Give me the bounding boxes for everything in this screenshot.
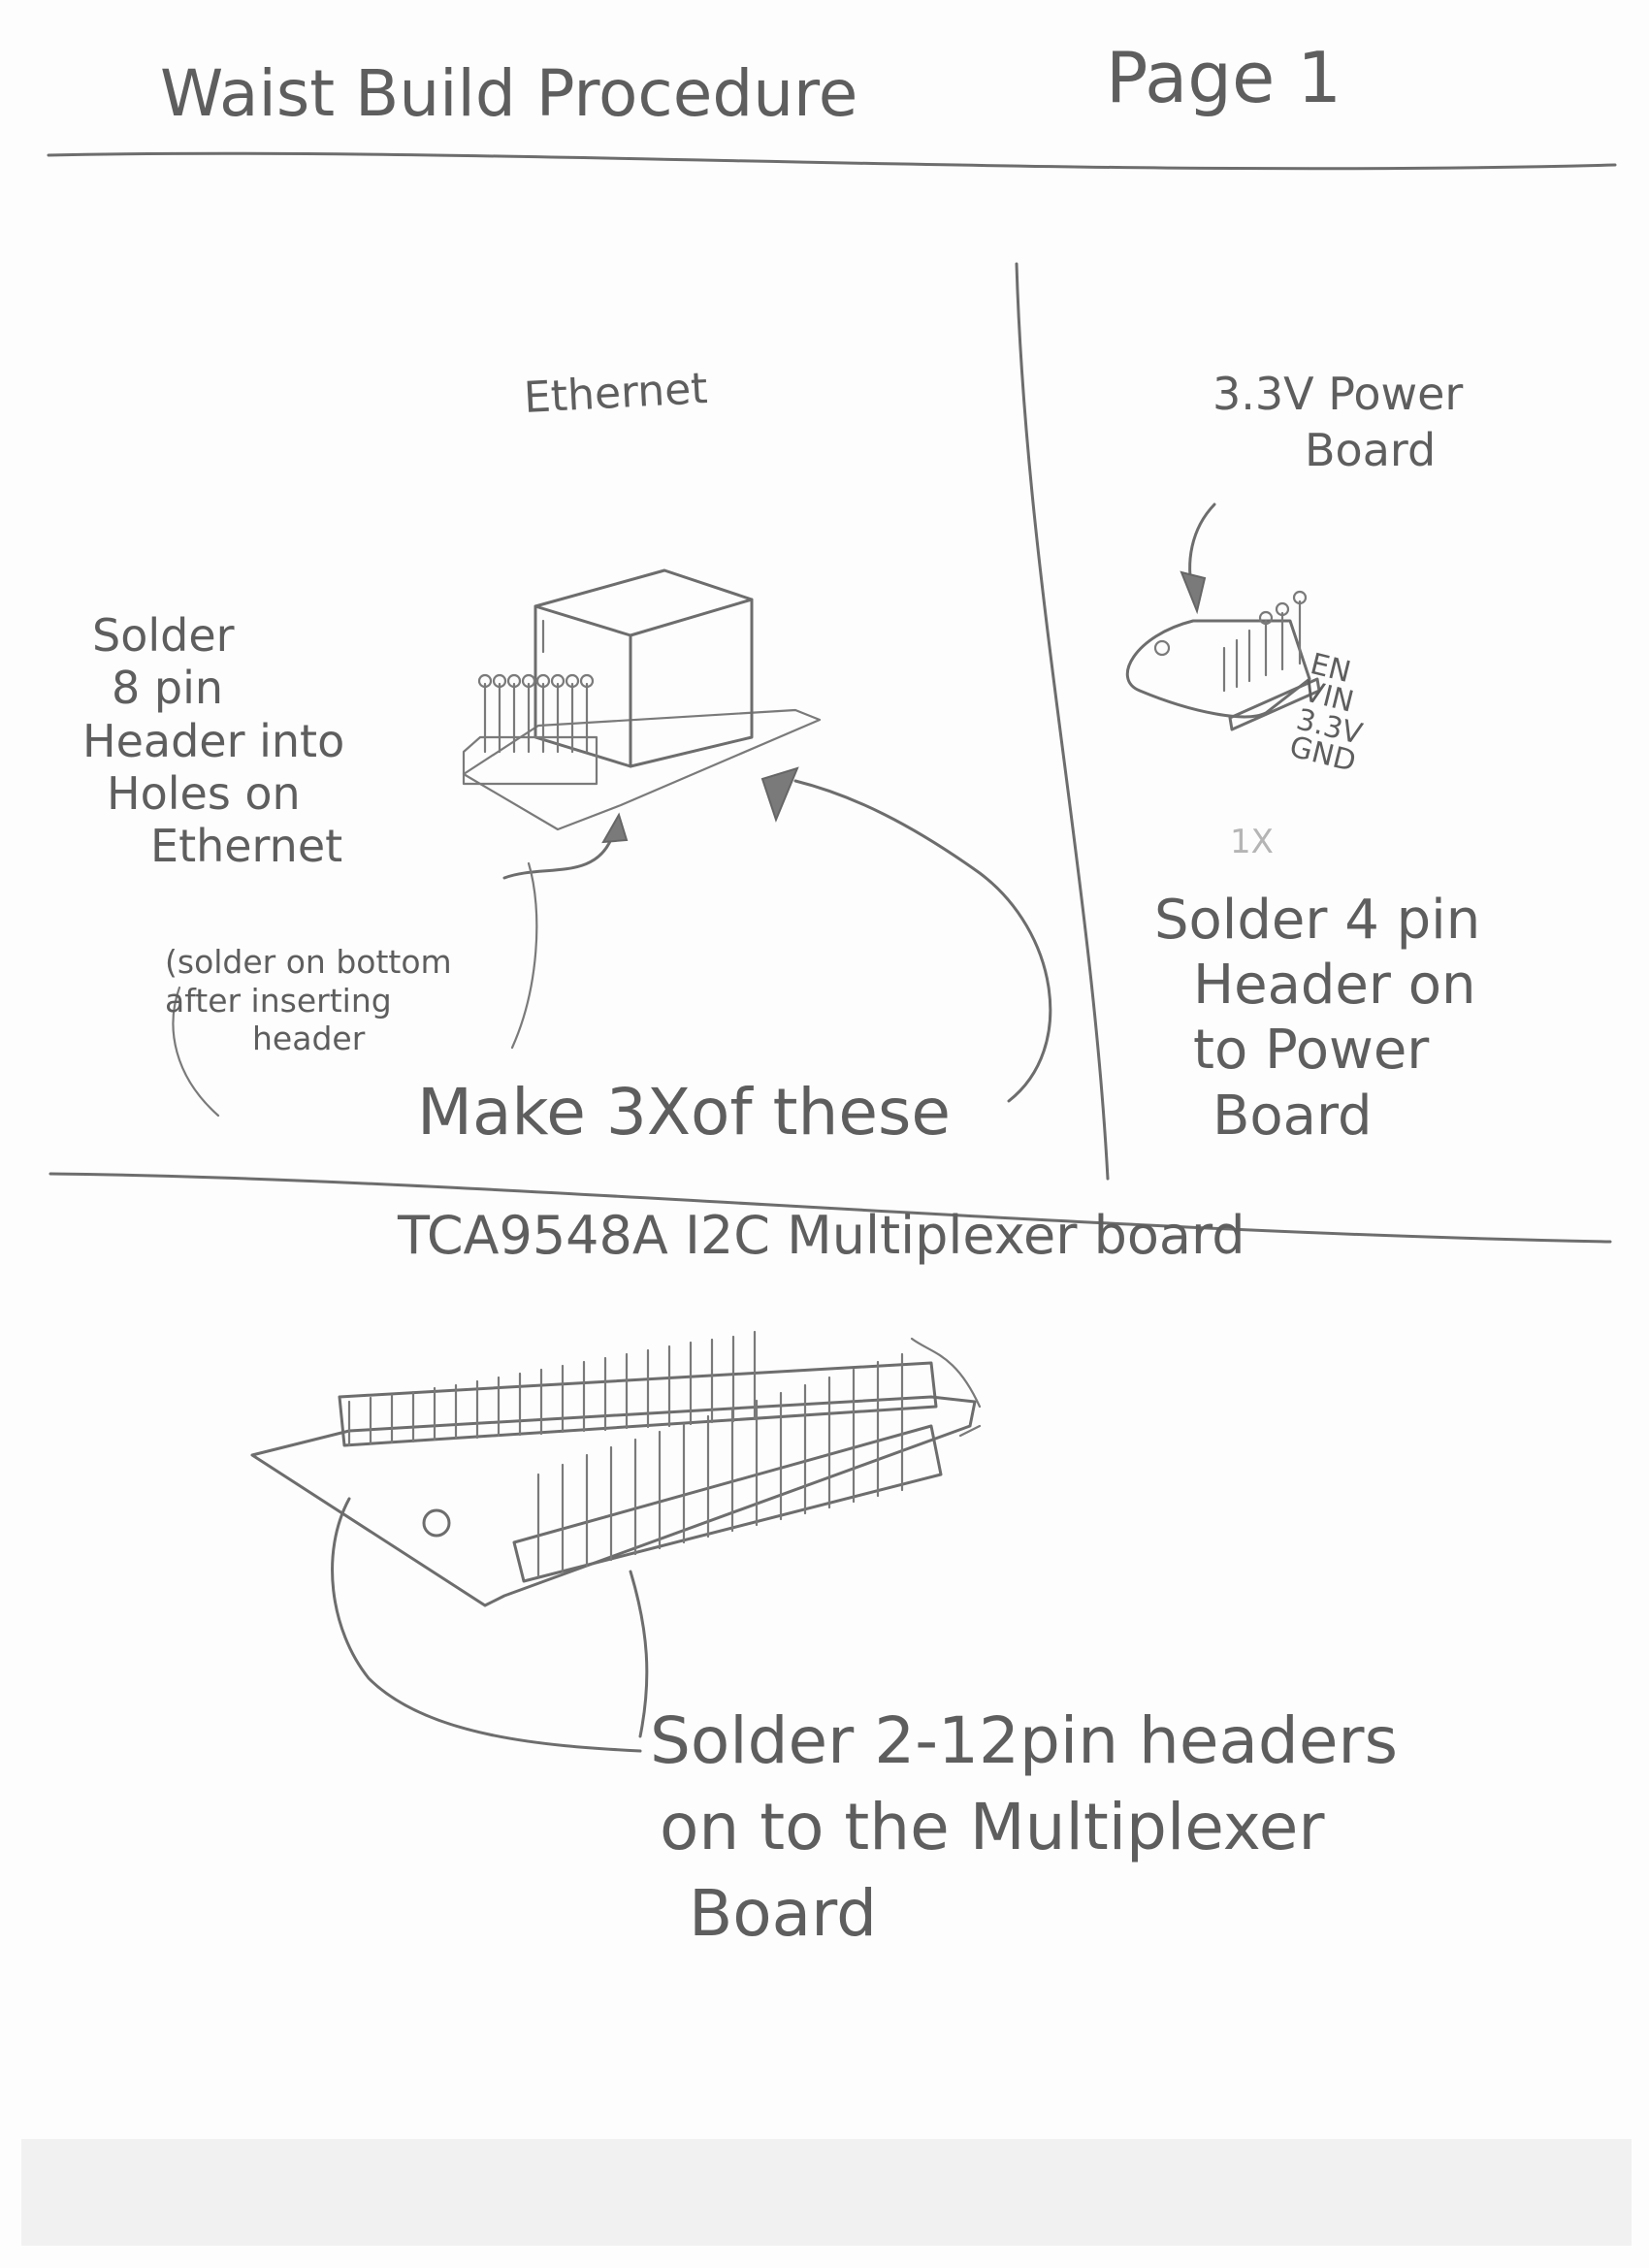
- power-step-line: Board: [1212, 1084, 1373, 1148]
- vertical-divider: [1015, 262, 1110, 1181]
- ethernet-steps: Solder 8 pin Header into Holes on Ethern…: [82, 609, 344, 872]
- arrow-make-three: [793, 779, 1052, 1103]
- ethernet-header-pins: [462, 673, 598, 786]
- multiplexer-board-drawing: [250, 1330, 982, 1753]
- ethernet-step-line: Header into: [82, 714, 345, 767]
- power-board-label: 3.3V Power Board: [1212, 367, 1463, 478]
- page-number: Page 1: [1106, 37, 1342, 118]
- ethernet-step-line: Holes on: [107, 766, 301, 820]
- multiplexer-step-line: on to the Multiplexer: [660, 1790, 1325, 1865]
- multiplexer-step-line: Board: [689, 1876, 877, 1952]
- power-step-line: Header on: [1193, 954, 1476, 1018]
- arrow-to-holes: [502, 832, 615, 880]
- power-quantity: 1X: [1230, 823, 1274, 861]
- scan-edge-band: [21, 2139, 1632, 2246]
- ethernet-step-line: Ethernet: [150, 820, 343, 873]
- power-steps: Solder 4 pin Header on to Power Board: [1154, 888, 1480, 1149]
- multiplexer-step-line: Solder 2-12pin headers: [650, 1703, 1398, 1778]
- ethernet-module-drawing: [462, 568, 822, 831]
- note-bracket-right: [510, 861, 538, 1050]
- power-board-label-line: 3.3V Power: [1212, 368, 1464, 420]
- power-step-line: to Power: [1193, 1019, 1430, 1083]
- multiplexer-steps: Solder 2-12pin headers on to the Multipl…: [650, 1698, 1398, 1957]
- power-step-line: Solder 4 pin: [1154, 889, 1481, 952]
- header-rule: [47, 151, 1617, 171]
- ethernet-note-line: after inserting: [165, 981, 392, 1020]
- middle-rule: [48, 1172, 1612, 1244]
- power-board-drawing: [1125, 502, 1321, 731]
- ethernet-quantity: Make 3Xof these: [417, 1075, 951, 1150]
- ethernet-note: (solder on bottom after inserting header: [165, 943, 452, 1058]
- ethernet-note-line: (solder on bottom: [165, 943, 452, 981]
- page-title: Waist Build Procedure: [160, 56, 858, 131]
- ethernet-note-line: header: [252, 1020, 366, 1058]
- note-bracket-left: [172, 986, 220, 1118]
- multiplexer-label: TCA9548A I2C Multiplexer board: [398, 1205, 1245, 1266]
- power-board-label-line: Board: [1305, 423, 1437, 476]
- ethernet-label: Ethernet: [522, 364, 709, 423]
- ethernet-step-line: 8 pin: [112, 662, 224, 715]
- ethernet-step-line: Solder: [92, 609, 235, 662]
